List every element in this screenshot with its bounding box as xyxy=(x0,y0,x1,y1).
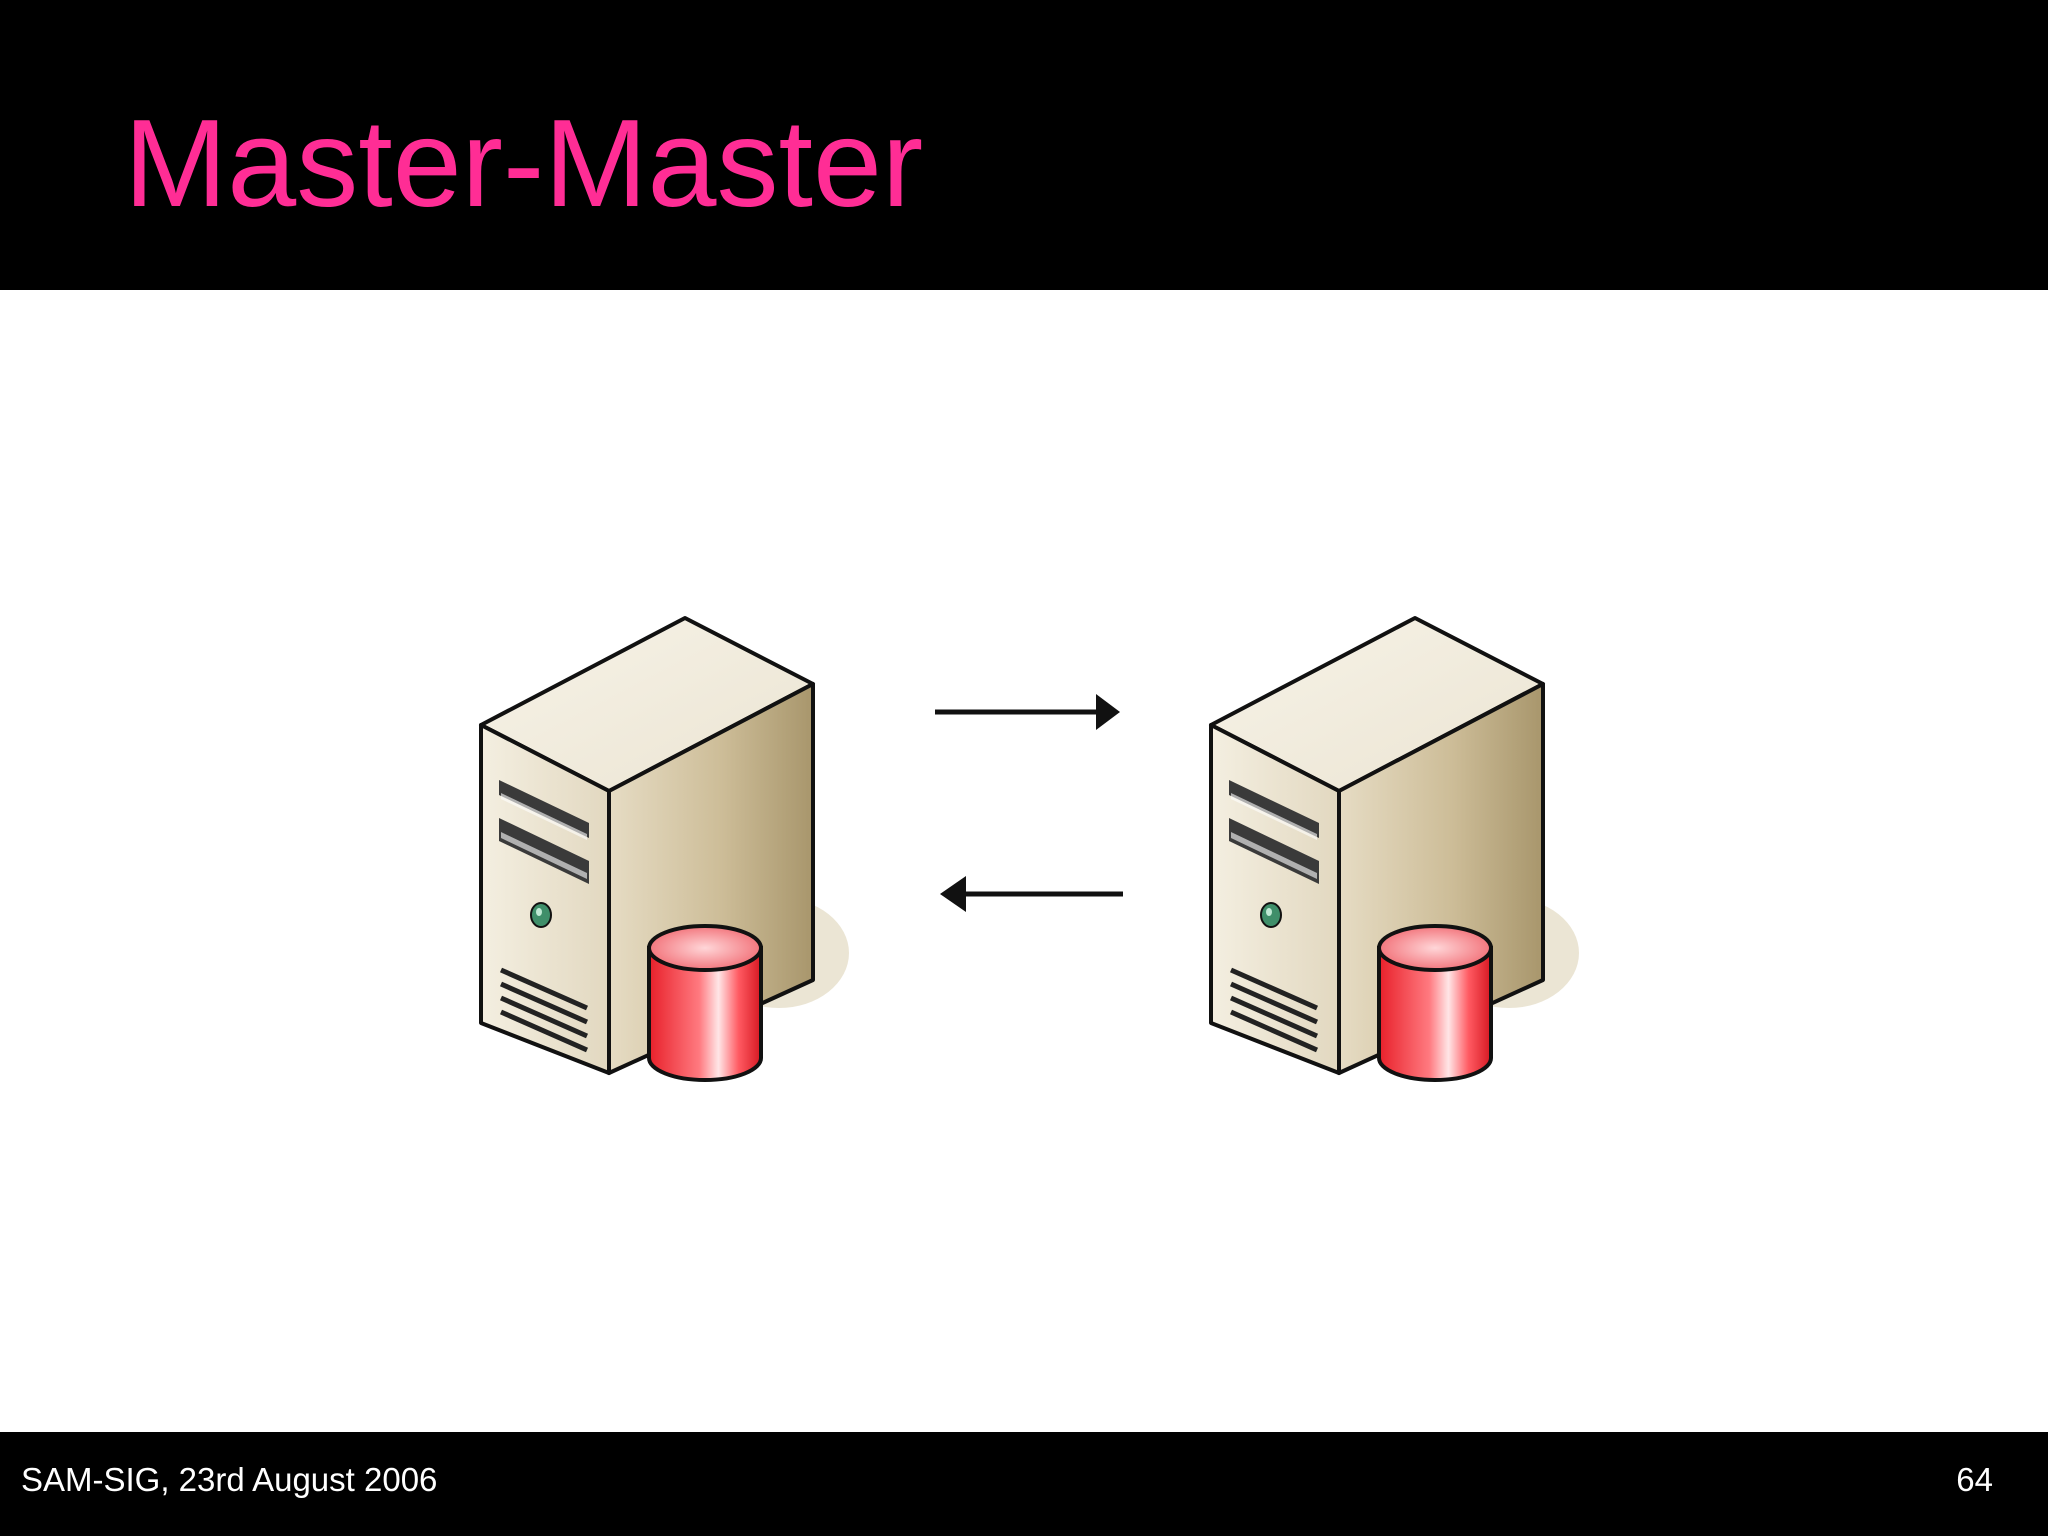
arrow-left-icon xyxy=(940,876,1123,912)
replication-diagram xyxy=(0,290,2048,1432)
server-left-database-icon xyxy=(481,618,849,1080)
title-bar: Master-Master xyxy=(0,0,2048,290)
slide-title: Master-Master xyxy=(124,95,924,233)
page-number: 64 xyxy=(1956,1461,1993,1498)
server-right-database-icon xyxy=(1211,618,1579,1080)
footer-text: SAM-SIG, 23rd August 2006 xyxy=(21,1461,438,1498)
arrow-right-icon xyxy=(935,694,1120,730)
footer-bar: SAM-SIG, 23rd August 2006 64 xyxy=(0,1432,2048,1536)
